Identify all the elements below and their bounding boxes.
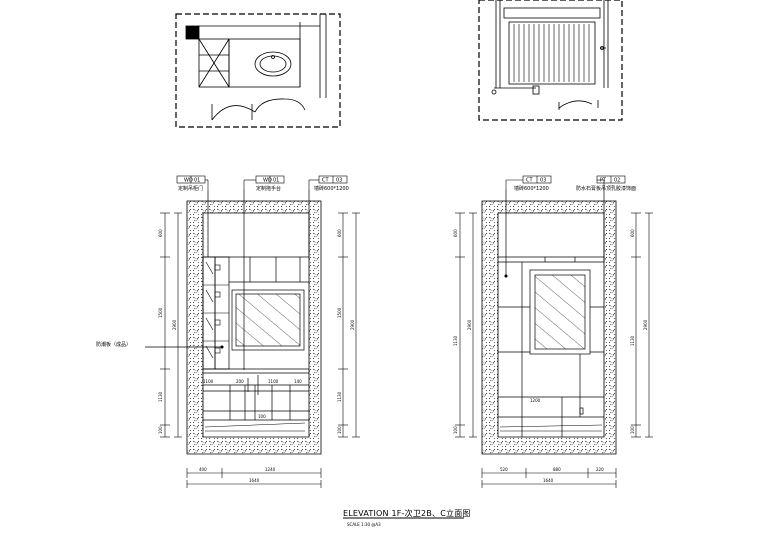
tag-code: PT	[600, 178, 607, 184]
concrete-wall-section	[481, 200, 617, 455]
tag-code: CT	[526, 178, 533, 184]
tag-number: 03	[336, 178, 342, 184]
mirror-panel	[235, 293, 301, 347]
dimension-label: 1500	[158, 307, 163, 318]
side-note: 防潮板（成品）	[96, 341, 131, 348]
dimension-label: 400	[199, 467, 207, 472]
dimension-label: 1130	[158, 391, 163, 402]
dimension-chain-left	[160, 212, 360, 438]
material-tag	[505, 175, 626, 190]
tag-code: WD	[184, 178, 193, 184]
dimension-label: 520	[500, 467, 508, 472]
shower-grate	[508, 21, 596, 85]
dimension-label: 1500	[337, 307, 342, 318]
tag-number: 01	[194, 178, 200, 184]
dimension-label: 1240	[265, 467, 276, 472]
dimension-label: 220	[596, 467, 604, 472]
dimension-label: 2900	[350, 319, 355, 330]
dimension-label: 2900	[467, 319, 472, 330]
inner-dimension: 1100	[268, 379, 279, 384]
dimension-label: 100	[158, 426, 163, 434]
inner-dimension: 140	[294, 379, 302, 384]
tag-number: 02	[614, 178, 620, 184]
dimension-label: 100	[630, 426, 635, 434]
tag-note: 防水石膏板吊顶乳胶漆饰面	[576, 185, 636, 192]
inner-dimension: 200	[236, 379, 244, 384]
sink-basin	[254, 51, 292, 77]
tag-code: WD	[263, 178, 272, 184]
inner-dimension: 100	[258, 414, 266, 419]
inner-dimension: 1200	[530, 398, 541, 403]
dimension-label: 100	[337, 426, 342, 434]
column-block	[185, 25, 200, 40]
tag-code: CT	[322, 178, 329, 184]
dimension-label: 2900	[172, 319, 177, 330]
tag-number: 03	[540, 178, 546, 184]
tag-note: 定制吊柜门	[178, 185, 203, 192]
drawing-title: ELEVATION 1F-次卫2B、C立面图	[343, 509, 471, 518]
mirror-panel	[534, 274, 586, 350]
tag-note: 墙砖600*1200	[514, 185, 549, 192]
dimension-chain-left	[455, 212, 653, 438]
dimension-chain-bottom	[481, 468, 617, 488]
tag-number: 01	[273, 178, 279, 184]
dimension-label: 1130	[453, 335, 458, 346]
dimension-label: 2900	[643, 319, 648, 330]
dimension-label: 1130	[630, 335, 635, 346]
dimension-label: 600	[337, 229, 342, 237]
dimension-label: 1130	[337, 391, 342, 402]
dimension-label: 600	[158, 229, 163, 237]
dimension-total: 1640	[543, 478, 554, 483]
inner-dimension: 1100	[203, 379, 214, 384]
dimension-label: 600	[630, 229, 635, 237]
elevation-right: CT 03 墙砖600*1200 PT 02 防水石膏板吊顶乳胶漆饰面 600 …	[453, 175, 653, 488]
elevation-left: WD 01 定制吊柜门 WD 01 定制拖手台 CT 03 墙砖600*1200…	[96, 175, 360, 488]
tag-note: 定制拖手台	[256, 185, 281, 192]
dimension-label: 880	[553, 467, 561, 472]
dimension-chain-bottom	[186, 468, 322, 488]
dimension-label: 600	[453, 229, 458, 237]
material-tag	[176, 175, 348, 190]
drawing-scale: SCALE 1:30 @A3	[347, 522, 381, 527]
tag-note: 墙砖600*1200	[314, 185, 349, 192]
dimension-total: 1640	[249, 478, 260, 483]
dimension-label: 100	[453, 426, 458, 434]
plan-view-left	[175, 13, 341, 128]
plan-view-right	[478, 0, 623, 121]
